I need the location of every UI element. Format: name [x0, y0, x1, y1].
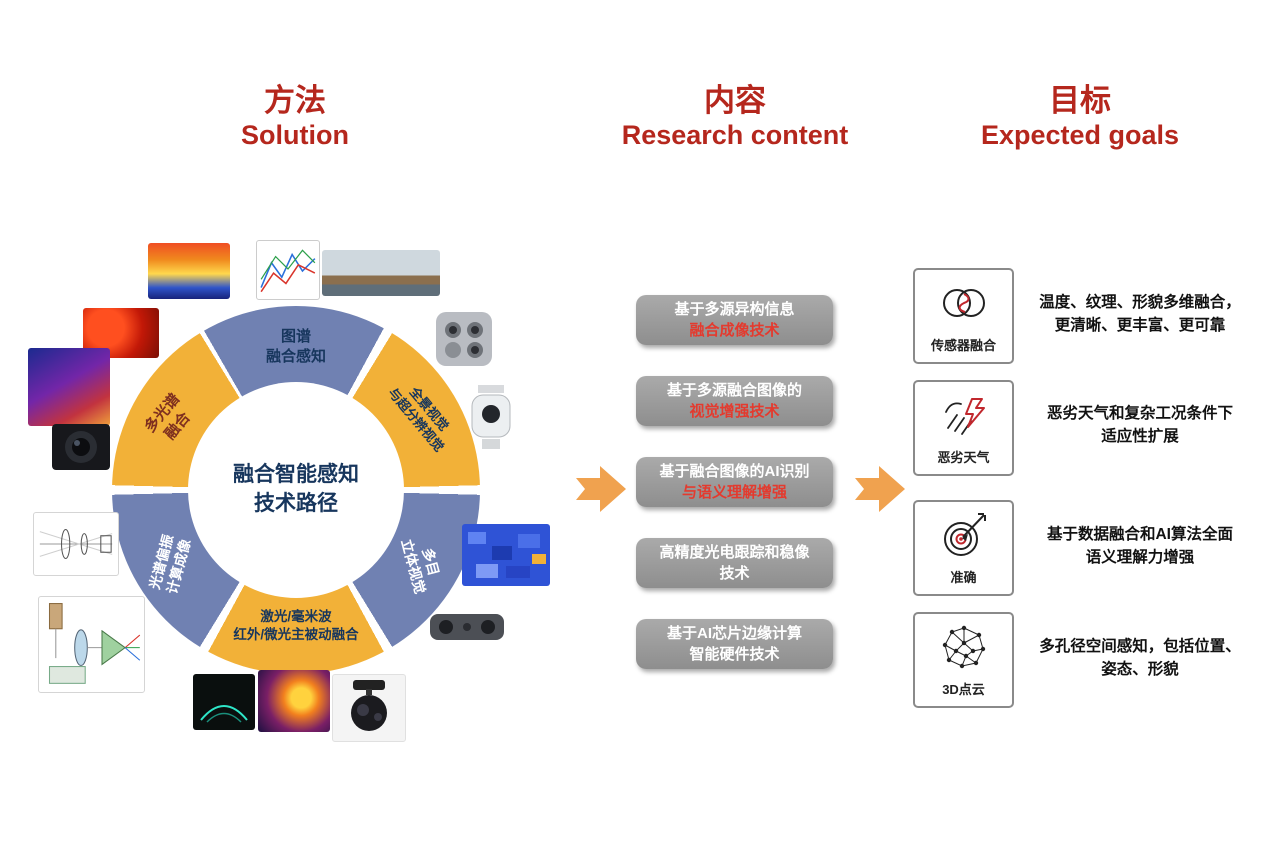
research-box-4: 高精度光电跟踪和稳像 技术 — [636, 538, 833, 588]
research-box-3-line2: 与语义理解增强 — [681, 484, 787, 501]
research-box-2-line1: 基于多源融合图像的 — [666, 382, 802, 399]
research-box-4-line1: 高精度光电跟踪和稳像 — [659, 544, 810, 561]
thermal-person-image — [258, 670, 330, 732]
severe-weather-icon — [915, 389, 1012, 441]
point-cloud-icon — [915, 621, 1012, 673]
solution-header-zh: 方法 — [264, 83, 326, 118]
goal-desc-severe-weather: 恶劣天气和复杂工况条件下 适应性扩展 — [1046, 405, 1233, 446]
pipeline-panorama-image — [322, 250, 440, 296]
research-box-2-line2: 视觉增强技术 — [689, 403, 780, 420]
goal-card-point-cloud: 3D点云 — [913, 612, 1014, 708]
goal-card-sensor-fusion: 传感器融合 — [913, 268, 1014, 364]
goal-desc-sensor-fusion: 温度、纹理、形貌多维融合， 更清晰、更丰富、更可靠 — [1039, 294, 1241, 335]
solution-header-en: Solution — [241, 120, 349, 151]
thermal-cube-image — [148, 243, 230, 299]
technology-wheel-center — [188, 382, 404, 598]
optics-schematic-2 — [38, 596, 145, 693]
goals-header-en: Expected goals — [980, 120, 1180, 151]
goals-header: 目标 Expected goals — [955, 82, 1205, 152]
research-box-5-line2: 智能硬件技术 — [689, 646, 780, 663]
goals-header-zh: 目标 — [1049, 83, 1111, 118]
goal-card-severe-weather: 恶劣天气 — [913, 380, 1014, 476]
sensor-fusion-venn-icon — [915, 277, 1012, 329]
camera-lens-image — [52, 424, 110, 470]
wheel-center-title: 融合智能感知 技术路径 — [233, 463, 359, 516]
goal-card-accuracy: 准确 — [913, 500, 1014, 596]
goal-desc-accuracy: 基于数据融合和AI算法全面 语义理解力增强 — [1046, 526, 1233, 567]
wheel-segment-map-fusion: 图谱 融合感知 — [265, 328, 326, 365]
spectral-curves-chart — [256, 240, 320, 300]
ptz-camera-image — [462, 383, 520, 451]
research-box-4-line2: 技术 — [719, 565, 750, 582]
goal-label-point-cloud: 3D点云 — [942, 682, 985, 697]
sonar-display-image — [193, 674, 255, 730]
flow-arrow-solution-to-content — [574, 464, 628, 514]
solution-header: 方法 Solution — [185, 82, 405, 152]
goal-label-accuracy: 准确 — [950, 570, 977, 585]
goal-desc-point-cloud: 多孔径空间感知，包括位置、 姿态、形貌 — [1039, 638, 1241, 679]
research-box-5: 基于AI芯片边缘计算 智能硬件技术 — [636, 619, 833, 669]
multi-camera-rig-image — [428, 306, 500, 372]
research-box-1-line2: 融合成像技术 — [689, 322, 780, 339]
content-header-en: Research content — [621, 120, 849, 151]
goal-label-severe-weather: 恶劣天气 — [937, 450, 990, 465]
research-box-2: 基于多源融合图像的 视觉增强技术 — [636, 376, 833, 426]
flow-arrow-content-to-goals — [853, 464, 907, 514]
research-box-1: 基于多源异构信息 融合成像技术 — [636, 295, 833, 345]
research-box-1-line1: 基于多源异构信息 — [674, 301, 795, 318]
content-header-zh: 内容 — [704, 83, 766, 118]
thermal-scene-image — [28, 348, 110, 426]
stereo-camera-image — [428, 604, 506, 650]
accuracy-target-icon — [915, 509, 1012, 561]
research-box-3-line1: 基于融合图像的AI识别 — [659, 463, 810, 480]
depth-blocks-image — [462, 524, 550, 586]
goal-label-sensor-fusion: 传感器融合 — [930, 338, 996, 353]
research-box-3: 基于融合图像的AI识别 与语义理解增强 — [636, 457, 833, 507]
gimbal-camera-image — [332, 674, 406, 742]
wheel-segment-active-passive: 激光/毫米波 红外/微光主被动融合 — [233, 609, 359, 642]
research-box-5-line1: 基于AI芯片边缘计算 — [666, 625, 802, 642]
optics-schematic-1 — [33, 512, 119, 576]
content-header: 内容 Research content — [595, 82, 875, 152]
